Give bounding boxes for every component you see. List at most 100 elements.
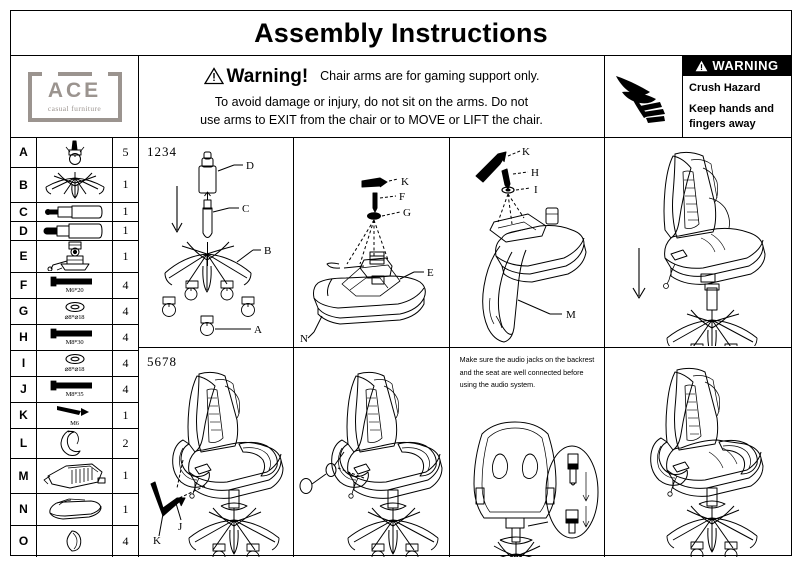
hazard-badge: WARNING	[683, 56, 791, 76]
step-diagram-armrest-install: J K	[139, 348, 293, 557]
part-id: E	[11, 240, 37, 272]
warning-line-2: To avoid damage or injury, do not sit on…	[214, 94, 529, 109]
part-id: C	[11, 202, 37, 221]
part-id: N	[11, 493, 37, 525]
bolt-icon	[49, 380, 101, 391]
seat-back-bracket-icon	[42, 460, 108, 492]
steps-row-top: 1234	[139, 138, 791, 348]
part-qty: 1	[112, 240, 138, 272]
step-diagram-seat-onto-base	[605, 138, 791, 347]
part-image: ⌀8*⌀18	[37, 299, 112, 324]
sheet-border: Assembly Instructions ACE casual furnitu…	[10, 10, 792, 558]
cylinder-cover-icon	[43, 223, 107, 239]
five-star-base-icon	[40, 169, 110, 201]
hazard-line-1: Crush Hazard	[689, 82, 761, 95]
part-qty: 4	[112, 324, 138, 350]
hazard-text: WARNING Crush Hazard Keep hands and fing…	[683, 56, 791, 137]
step-panel-backrest-bracket: K H I M	[450, 138, 605, 347]
step-panel-audio-check: Make sure the audio jacks on the backres…	[450, 348, 605, 557]
part-id: H	[11, 324, 37, 350]
svg-text:D: D	[246, 160, 254, 172]
svg-text:F: F	[399, 191, 405, 203]
step-diagram-base-assembly: D C B A	[139, 138, 293, 347]
parts-row-c: C 1	[11, 202, 138, 222]
part-id: I	[11, 350, 37, 376]
caster-wheel-icon	[55, 139, 95, 166]
parts-row-e: E 1	[11, 240, 138, 273]
svg-text:A: A	[254, 324, 262, 336]
part-image	[37, 203, 112, 221]
part-qty: 4	[112, 376, 138, 402]
part-qty: 1	[112, 202, 138, 221]
step-panel-seat-mechanism: K F G E N	[294, 138, 450, 347]
plastic-cap-icon	[65, 529, 85, 553]
part-id: D	[11, 221, 37, 240]
part-id: A	[11, 138, 37, 167]
warning-line-3: use arms to EXIT from the chair or to MO…	[200, 112, 543, 127]
step-diagram-finished-chair	[605, 348, 791, 557]
armrest-icon	[58, 429, 92, 457]
part-spec: M6	[70, 419, 79, 427]
tilt-mechanism-icon	[47, 241, 103, 272]
part-spec: M8*30	[65, 339, 84, 347]
svg-text:K: K	[522, 146, 530, 158]
warning-lead: Chair arms are for gaming support only.	[320, 68, 540, 83]
part-qty: 1	[112, 167, 138, 202]
brand-name: ACE	[47, 79, 102, 102]
step-panel-armrest-cap	[294, 348, 450, 557]
bolt-icon	[49, 328, 101, 339]
parts-row-m: M 1	[11, 458, 138, 494]
washer-icon	[64, 353, 86, 365]
part-qty: 4	[112, 525, 138, 558]
part-image: M8*35	[37, 377, 112, 402]
gas-cylinder-icon	[43, 204, 107, 220]
part-id: B	[11, 167, 37, 202]
parts-row-b: B 1	[11, 167, 138, 203]
part-image: M6*20	[37, 273, 112, 298]
allen-wrench-icon	[55, 404, 95, 420]
svg-text:E: E	[427, 267, 434, 279]
part-qty: 1	[112, 458, 138, 493]
step-panel-5678: 5678	[139, 348, 295, 557]
hazard-cell: WARNING Crush Hazard Keep hands and fing…	[605, 56, 791, 137]
part-id: F	[11, 272, 37, 298]
part-spec: M6*20	[65, 287, 84, 295]
part-id: O	[11, 525, 37, 558]
svg-text:C: C	[242, 203, 249, 215]
part-image: ⌀8*⌀18	[37, 351, 112, 376]
part-qty: 4	[112, 298, 138, 324]
part-qty: 1	[112, 402, 138, 428]
crushed-hand-icon	[605, 56, 683, 137]
audio-check-note: Make sure the audio jacks on the backres…	[459, 355, 595, 390]
parts-row-d: D 1	[11, 221, 138, 241]
brand-logo: ACE casual furniture	[27, 70, 122, 122]
step-number: 1234	[147, 144, 177, 159]
step-number: 5678	[147, 354, 177, 369]
part-qty: 1	[112, 221, 138, 240]
part-image: M6	[37, 403, 112, 428]
part-qty: 2	[112, 428, 138, 458]
part-image	[37, 459, 112, 493]
svg-text:I: I	[534, 184, 538, 196]
hazard-badge-label: WARNING	[712, 58, 779, 73]
header-band: ACE casual furniture Warning! Chair arms…	[11, 56, 791, 138]
svg-text:M: M	[566, 309, 576, 321]
part-image	[37, 494, 112, 525]
svg-text:N: N	[300, 333, 308, 345]
title-bar: Assembly Instructions	[11, 11, 791, 56]
step-panel-seat-onto-base	[605, 138, 791, 347]
svg-text:H: H	[531, 167, 539, 179]
parts-row-l: L 2	[11, 428, 138, 459]
parts-row-o: O 4	[11, 525, 138, 558]
part-image	[37, 241, 112, 272]
warning-heading: Warning!	[226, 65, 309, 87]
svg-text:J: J	[178, 521, 183, 533]
seat-cushion-icon	[45, 496, 105, 522]
